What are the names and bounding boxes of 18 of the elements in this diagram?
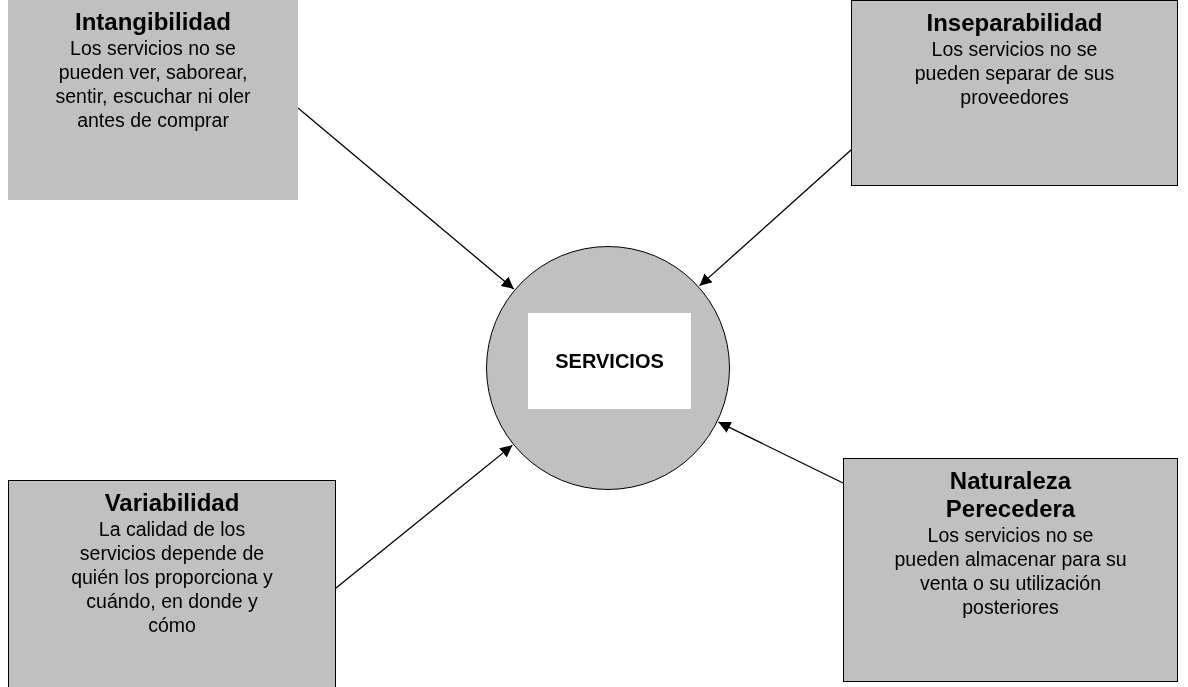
- center-label: SERVICIOS: [555, 349, 664, 373]
- heading-text: Naturaleza Perecedera: [944, 467, 1077, 523]
- label-box: [528, 313, 691, 409]
- arrow: [297, 107, 515, 290]
- description-text: La calidad de los servicios depende de quién los proporciona y cuándo, en donde y cómo: [70, 517, 274, 637]
- description-text: Los servicios no se pueden almacenar para su venta o su utilización posteriores: [894, 523, 1127, 619]
- heading-text: Inseparabilidad: [925, 9, 1104, 37]
- arrow: [717, 421, 844, 484]
- description-text: Los servicios no se pueden ver, saborear, sentir, escuchar ni oler antes de comprar: [54, 36, 252, 132]
- process-box: [843, 458, 1178, 682]
- process-box: [8, 0, 298, 200]
- arrow: [698, 149, 852, 287]
- heading-text: Intangibilidad: [74, 8, 232, 36]
- description-text: Los servicios no se pueden separar de sus proveedores: [913, 37, 1116, 109]
- heading-text: Variabilidad: [103, 489, 241, 517]
- arrow: [335, 444, 513, 589]
- process-box: [8, 480, 336, 687]
- process-box: [851, 0, 1178, 186]
